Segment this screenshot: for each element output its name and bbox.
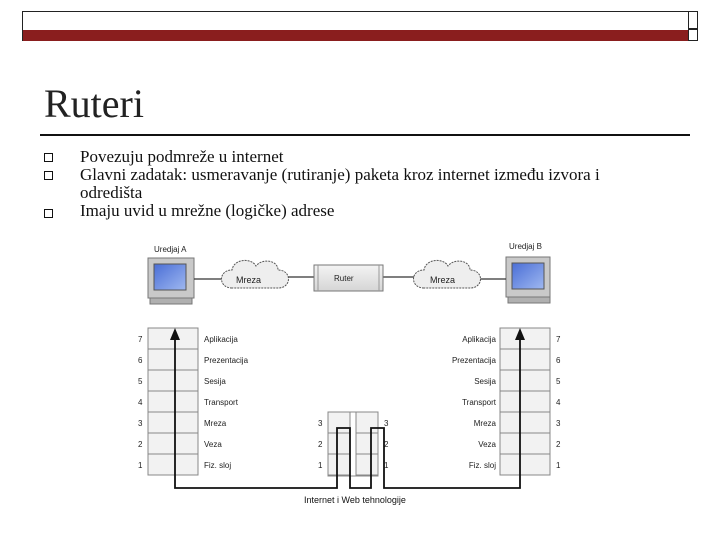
layer-box (147, 432, 199, 455)
layer-number: 3 (384, 419, 389, 428)
layer-number: 1 (384, 461, 389, 470)
computer-b-icon (505, 256, 551, 304)
cloud-right-label: Mreza (430, 275, 455, 285)
bullet-item: Imaju uvid u mrežne (logičke) adrese (44, 202, 684, 220)
layer-number: 1 (138, 461, 143, 470)
title-divider (40, 134, 690, 136)
bullet-item: Glavni zadatak: usmeravanje (rutiranje) … (44, 166, 684, 202)
layer-name: Veza (204, 440, 222, 449)
layer-box (147, 390, 199, 413)
router-label: Ruter (334, 274, 354, 283)
layer-number: 7 (138, 335, 143, 344)
layer-box (499, 390, 551, 413)
corner-square-bottom (688, 29, 698, 41)
layer-number: 2 (384, 440, 389, 449)
layer-number: 5 (138, 377, 143, 386)
layer-box (147, 369, 199, 392)
layer-number: 6 (138, 356, 143, 365)
layer-box (499, 411, 551, 434)
network-cloud-left-icon: Mreza (221, 260, 289, 289)
bullet-square-icon (44, 153, 53, 162)
bullet-square-icon (44, 171, 53, 180)
layer-name: Transport (204, 398, 239, 407)
bullet-item: Povezuju podmreže u internet (44, 148, 684, 166)
arrow-up-right-icon (515, 328, 525, 340)
layer-number: 3 (318, 419, 323, 428)
layer-box (355, 411, 379, 434)
layer-box (499, 453, 551, 476)
layer-name: Aplikacija (204, 335, 238, 344)
layer-box (355, 453, 379, 476)
corner-square-top (688, 11, 698, 29)
data-flow-path (174, 340, 521, 489)
layer-box (147, 348, 199, 371)
device-b-label: Uredjaj B (509, 242, 542, 251)
network-cloud-right-icon: Mreza (413, 260, 481, 289)
layer-box (327, 432, 351, 455)
layer-box (327, 411, 351, 434)
footer-text: Internet i Web tehnologije (304, 495, 406, 505)
arrow-up-left-icon (170, 328, 180, 340)
layer-name: Aplikacija (462, 335, 496, 344)
layer-name: Transport (462, 398, 497, 407)
layer-name: Prezentacija (452, 356, 497, 365)
layer-box (499, 369, 551, 392)
layer-name: Fiz. sloj (204, 461, 231, 470)
bullet-text: Povezuju podmreže u internet (80, 147, 284, 166)
layer-name: Fiz. sloj (469, 461, 496, 470)
layer-number: 5 (556, 377, 561, 386)
osi-stack-left: 7 Aplikacija 6 Prezentacija 5 Sesija 4 Transpor… (138, 327, 249, 476)
layer-number: 7 (556, 335, 561, 344)
layer-box (147, 453, 199, 476)
layer-number: 2 (318, 440, 323, 449)
cloud-left-label: Mreza (236, 275, 261, 285)
layer-number: 1 (556, 461, 561, 470)
layer-box (355, 432, 379, 455)
layer-number: 2 (556, 440, 561, 449)
osi-stack-router: 3 3 2 2 1 1 (318, 411, 389, 477)
layer-box (499, 348, 551, 371)
bullet-text: Imaju uvid u mrežne (logičke) adrese (80, 201, 335, 220)
layer-number: 6 (556, 356, 561, 365)
layer-name: Prezentacija (204, 356, 249, 365)
layer-box (499, 432, 551, 455)
layer-box (327, 453, 351, 476)
bullet-square-icon (44, 209, 53, 218)
layer-number: 4 (138, 398, 143, 407)
layer-name: Mreza (474, 419, 497, 428)
computer-a-icon (147, 257, 195, 305)
layer-name: Sesija (204, 377, 226, 386)
layer-name: Veza (478, 440, 496, 449)
bullet-text: Glavni zadatak: usmeravanje (rutiranje) … (80, 165, 600, 202)
layer-box (147, 411, 199, 434)
layer-number: 3 (556, 419, 561, 428)
router-icon: Ruter (313, 264, 384, 292)
layer-number: 2 (138, 440, 143, 449)
slide-title: Ruteri (44, 81, 144, 126)
device-a-label: Uredjaj A (154, 245, 187, 254)
layer-number: 4 (556, 398, 561, 407)
layer-box (499, 327, 551, 350)
header-decoration-bar (22, 11, 690, 41)
bullet-list: Povezuju podmreže u internet Glavni zada… (44, 148, 684, 220)
layer-number: 3 (138, 419, 143, 428)
layer-name: Sesija (474, 377, 496, 386)
header-stripe-red (23, 30, 689, 41)
layer-number: 1 (318, 461, 323, 470)
layer-name: Mreza (204, 419, 227, 428)
